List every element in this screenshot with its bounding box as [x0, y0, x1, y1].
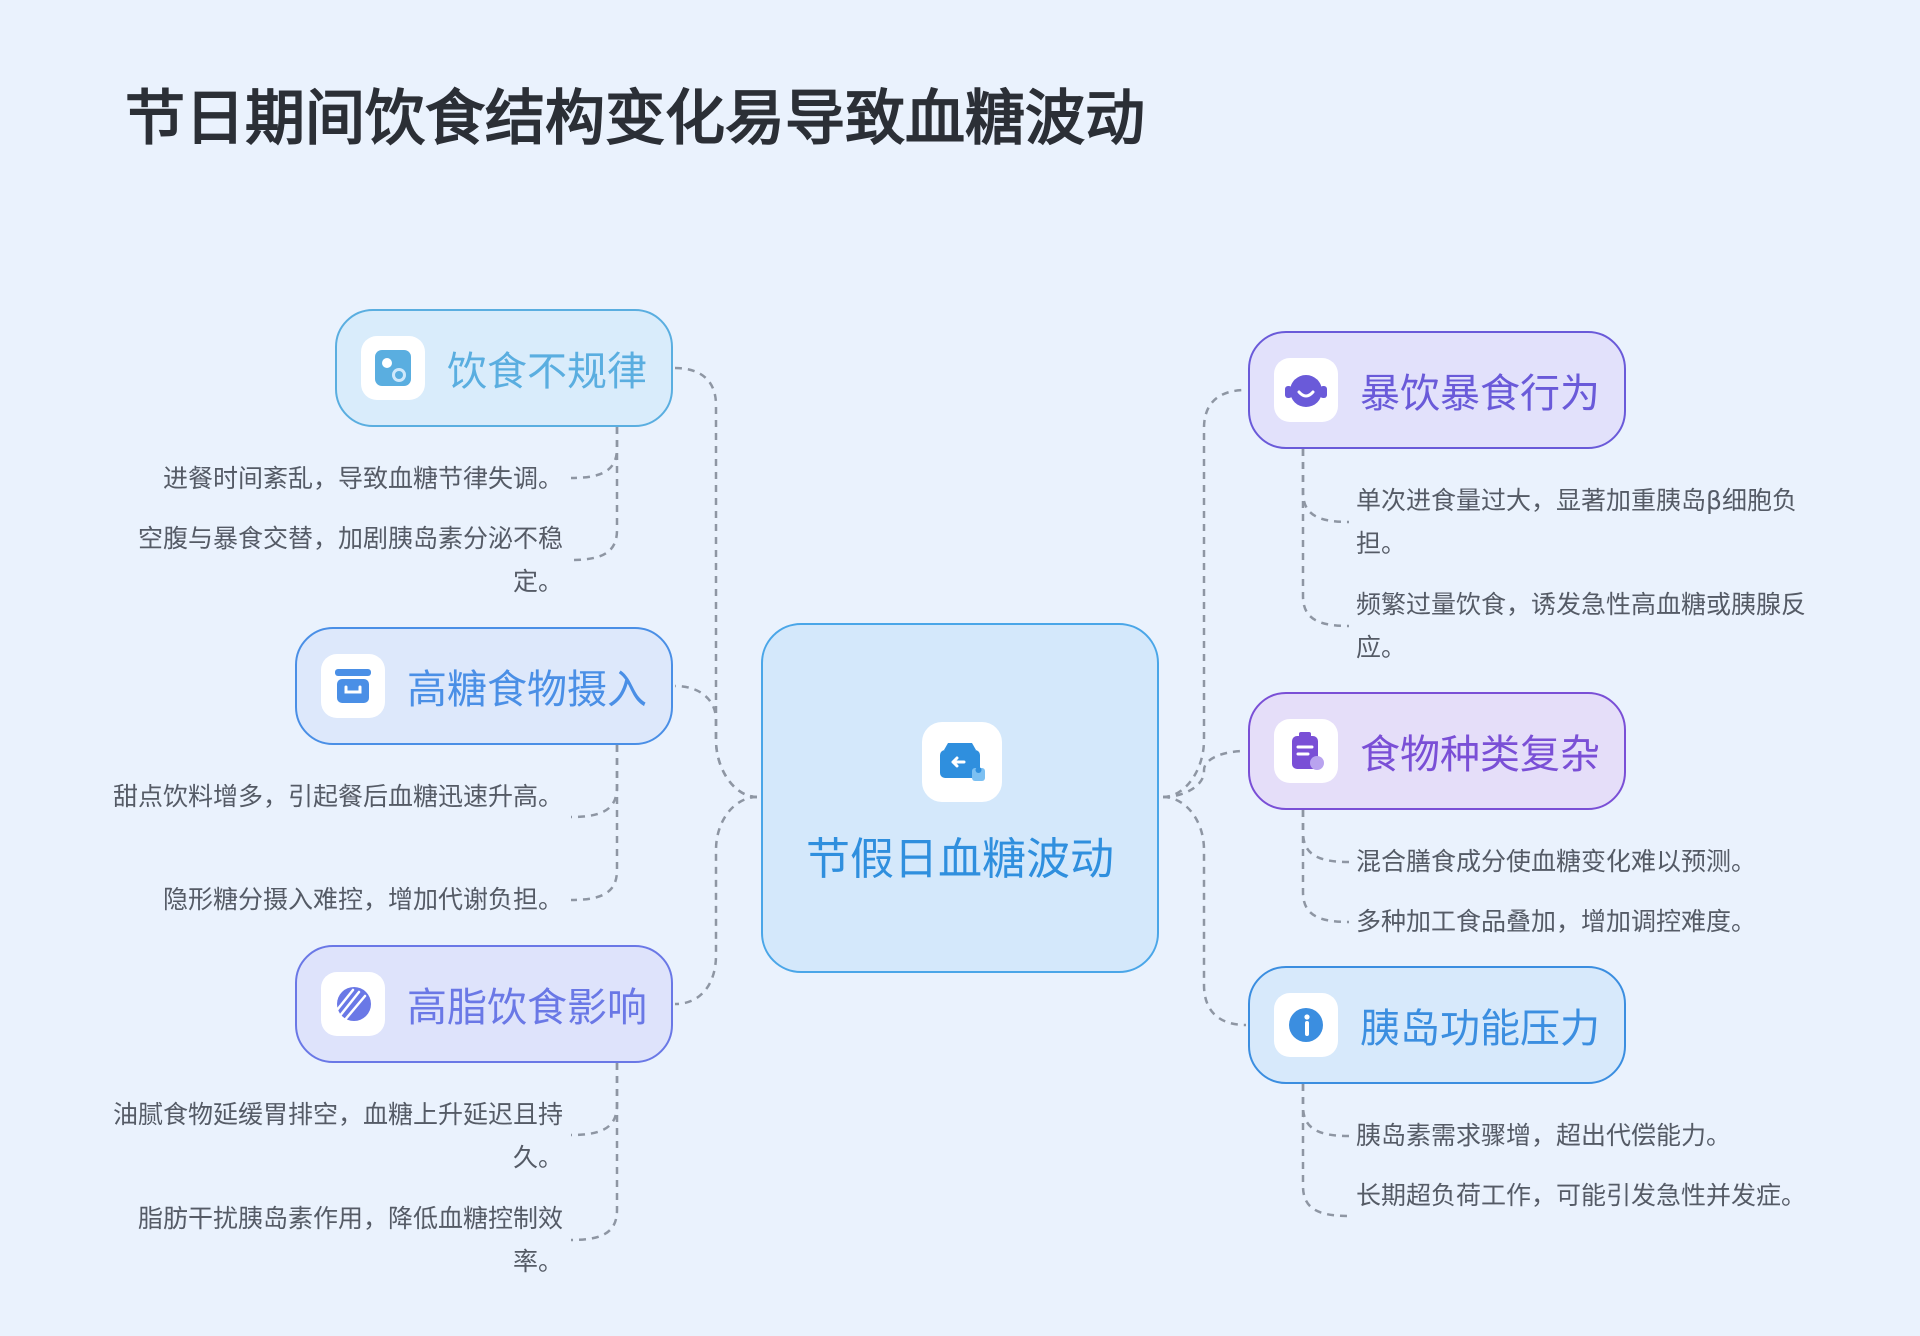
box-return-icon — [922, 722, 1002, 802]
center-node[interactable]: 节假日血糖波动 — [761, 623, 1159, 973]
center-label: 节假日血糖波动 — [806, 834, 1114, 885]
leaf-text: 单次进食量过大，显著加重胰岛β细胞负担。 — [1356, 486, 1797, 558]
leaf-text: 胰岛素需求骤增，超出代偿能力。 — [1356, 1121, 1732, 1150]
connector-center-branch — [674, 795, 758, 1006]
branch-label: 饮食不规律 — [447, 349, 647, 395]
leaf-text: 甜点饮料增多，引起餐后血糖迅速升高。 — [112, 782, 563, 811]
connector-branch-leaf — [1301, 1084, 1350, 1218]
headset-icon — [1274, 358, 1338, 422]
leaf-text: 油腻食物延缓胃排空，血糖上升延迟且持久。 — [112, 1100, 563, 1172]
leaf-text: 空腹与暴食交替，加剧胰岛素分泌不稳定。 — [137, 524, 563, 596]
leaf-text: 进餐时间紊乱，导致血糖节律失调。 — [162, 464, 563, 493]
connector-branch-leaf — [1301, 810, 1350, 924]
branch-high-fat[interactable]: 高脂饮食影响 — [295, 945, 673, 1063]
branch-food-variety[interactable]: 食物种类复杂 — [1248, 692, 1626, 810]
connector-branch-leaf — [570, 745, 619, 819]
connector-branch-leaf — [1301, 449, 1350, 524]
connector-center-branch — [1162, 749, 1247, 799]
connector-branch-leaf — [570, 1063, 619, 1242]
clipboard-phone-icon — [1274, 719, 1338, 783]
branch-irregular-diet[interactable]: 饮食不规律 — [335, 309, 673, 427]
connector-branch-leaf — [1301, 449, 1350, 628]
connector-center-branch — [674, 684, 758, 799]
connector-branch-leaf — [570, 745, 619, 902]
striped-circle-icon — [321, 972, 385, 1036]
leaf-text: 频繁过量饮食，诱发急性高血糖或胰腺反应。 — [1356, 590, 1807, 662]
branch-pancreatic-stress[interactable]: 胰岛功能压力 — [1248, 966, 1626, 1084]
branch-overeating[interactable]: 暴饮暴食行为 — [1248, 331, 1626, 449]
connector-branch-leaf — [1301, 810, 1350, 864]
info-icon — [1274, 993, 1338, 1057]
connector-center-branch — [1162, 388, 1247, 799]
branch-label: 食物种类复杂 — [1360, 732, 1600, 778]
branch-high-sugar[interactable]: 高糖食物摄入 — [295, 627, 673, 745]
connector-center-branch — [1162, 795, 1247, 1027]
leaf-text: 混合膳食成分使血糖变化难以预测。 — [1356, 847, 1757, 876]
leaf-text: 脂肪干扰胰岛素作用，降低血糖控制效率。 — [137, 1204, 563, 1276]
connector-branch-leaf — [570, 1063, 619, 1137]
leaf-text: 多种加工食品叠加，增加调控难度。 — [1356, 907, 1757, 936]
branch-label: 胰岛功能压力 — [1360, 1006, 1600, 1052]
branch-label: 暴饮暴食行为 — [1360, 371, 1600, 417]
connector-branch-leaf — [570, 427, 619, 562]
branch-label: 高脂饮食影响 — [407, 985, 647, 1031]
bubbles-icon — [361, 336, 425, 400]
basket-icon — [321, 654, 385, 718]
connector-branch-leaf — [1301, 1084, 1350, 1138]
page-title: 节日期间饮食结构变化易导致血糖波动 — [125, 84, 1145, 154]
branch-label: 高糖食物摄入 — [407, 667, 647, 713]
leaf-text: 隐形糖分摄入难控，增加代谢负担。 — [162, 885, 563, 914]
connector-branch-leaf — [570, 427, 619, 480]
leaf-text: 长期超负荷工作，可能引发急性并发症。 — [1356, 1181, 1807, 1210]
